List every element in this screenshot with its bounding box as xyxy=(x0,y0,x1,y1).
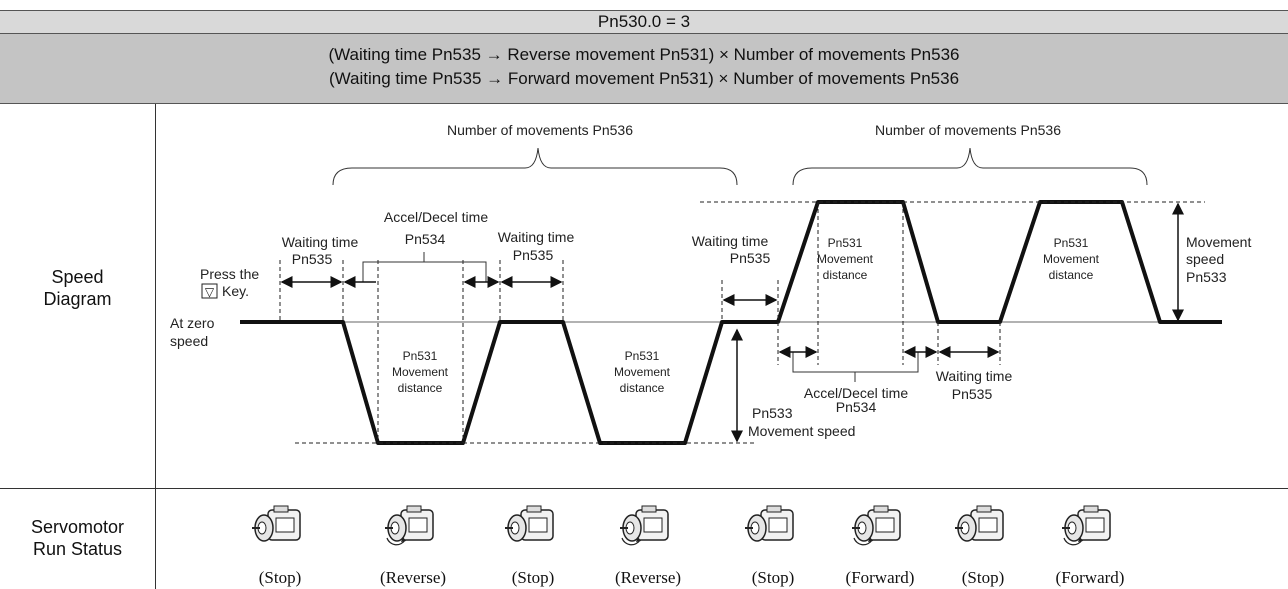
speed-label-line1: Speed xyxy=(51,267,104,287)
label-movements-forward: Number of movements Pn536 xyxy=(875,122,1061,138)
dimension-arrows xyxy=(280,202,1184,443)
servomotor-icon-1 xyxy=(250,504,310,552)
label-wait-2: Waiting time xyxy=(498,229,575,245)
reference-dashes xyxy=(279,201,1205,444)
status-label-8: (Forward) xyxy=(1055,568,1125,587)
servo-label-line2: Run Status xyxy=(32,539,123,559)
label-wait-3-param: Pn535 xyxy=(730,250,771,266)
dist-3-distance: distance xyxy=(823,268,868,282)
label-wait-1-param: Pn535 xyxy=(292,251,333,267)
down-key-symbol: ▽ xyxy=(205,285,215,299)
servomotor-icon-5 xyxy=(743,504,803,552)
dist-4-param: Pn531 xyxy=(1054,236,1089,250)
accel-bracket-top xyxy=(362,261,487,282)
label-accel-2: Accel/Decel time xyxy=(804,385,908,401)
label-key: Key. xyxy=(222,283,249,299)
label-wait-2-param: Pn535 xyxy=(513,247,554,263)
dist-3-param: Pn531 xyxy=(828,236,863,250)
label-wait-4: Waiting time xyxy=(936,368,1013,384)
dist-1-movement: Movement xyxy=(392,365,449,379)
servomotor-icon-4 xyxy=(618,504,678,552)
label-speed: speed xyxy=(170,333,208,349)
label-speed-right: speed xyxy=(1186,251,1224,267)
label-pn533: Pn533 xyxy=(752,405,793,421)
sequence-header: (Waiting time Pn535 → Reverse movement P… xyxy=(0,34,1288,104)
status-label-1: (Stop) xyxy=(258,568,302,587)
label-movement-speed: Movement speed xyxy=(748,423,855,439)
label-movement-right: Movement xyxy=(1186,234,1251,250)
mode-title: Pn530.0 = 3 xyxy=(597,12,691,31)
status-label-6: (Forward) xyxy=(845,568,915,587)
status-label-4: (Reverse) xyxy=(614,568,682,587)
servomotor-icon-8 xyxy=(1060,504,1120,552)
status-label-2: (Reverse) xyxy=(379,568,447,587)
servo-label-line1: Servomotor xyxy=(30,517,125,537)
label-accel-1-param: Pn534 xyxy=(405,231,446,247)
row-divider xyxy=(0,488,1288,489)
status-label-3: (Stop) xyxy=(511,568,555,587)
status-label-5: (Stop) xyxy=(751,568,795,587)
label-wait-1: Waiting time xyxy=(282,234,359,250)
dist-3-movement: Movement xyxy=(817,252,874,266)
dist-1-distance: distance xyxy=(398,381,443,395)
sequence-line-forward: (Waiting time Pn535 → Forward movement P… xyxy=(328,69,960,88)
label-wait-4-param: Pn535 xyxy=(952,386,993,402)
dist-4-distance: distance xyxy=(1049,268,1094,282)
label-press-the: Press the xyxy=(200,266,259,282)
dist-1-param: Pn531 xyxy=(403,349,438,363)
dist-2-movement: Movement xyxy=(614,365,671,379)
accel-bracket-bottom xyxy=(792,352,919,373)
dist-2-param: Pn531 xyxy=(625,349,660,363)
down-key-icon xyxy=(201,283,218,299)
speed-diagram-label: Speed Diagram xyxy=(0,266,155,310)
status-label-7: (Stop) xyxy=(961,568,1005,587)
label-at-zero: At zero xyxy=(170,315,215,331)
servomotor-icon-6 xyxy=(850,504,910,552)
speed-label-line2: Diagram xyxy=(43,289,112,309)
servomotor-icon-2 xyxy=(383,504,443,552)
mode-header: Pn530.0 = 3 xyxy=(0,10,1288,34)
movements-brace-forward xyxy=(792,147,1148,186)
label-accel-2-param: Pn534 xyxy=(836,399,877,415)
label-movements-reverse: Number of movements Pn536 xyxy=(447,122,633,138)
label-wait-3: Waiting time xyxy=(692,233,769,249)
dist-2-distance: distance xyxy=(620,381,665,395)
speed-diagram: Number of movements Pn536 Number of move… xyxy=(170,122,1251,445)
servomotor-icon-7 xyxy=(953,504,1013,552)
label-pn533-right: Pn533 xyxy=(1186,269,1227,285)
sequence-line-reverse: (Waiting time Pn535 → Reverse movement P… xyxy=(328,45,960,64)
dist-4-movement: Movement xyxy=(1043,252,1100,266)
label-accel-1: Accel/Decel time xyxy=(384,209,488,225)
servo-status-label: Servomotor Run Status xyxy=(0,516,155,560)
movements-brace-reverse xyxy=(332,147,738,186)
column-divider xyxy=(155,104,156,589)
servomotor-icon-3 xyxy=(503,504,563,552)
